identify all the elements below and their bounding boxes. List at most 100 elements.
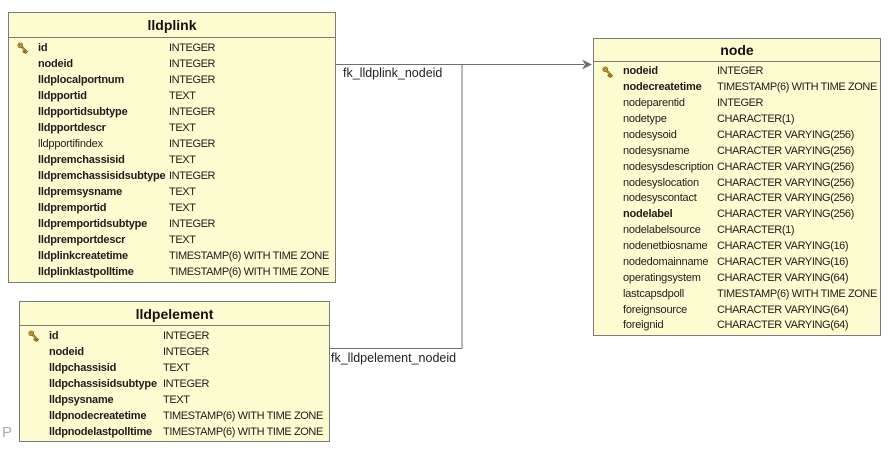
primary-key-cell (601, 240, 623, 254)
table-row: lldpremportid TEXT (9, 201, 335, 217)
table-row: nodenetbiosname CHARACTER VARYING(16) (594, 239, 880, 255)
table-row: foreignid CHARACTER VARYING(64) (594, 318, 880, 334)
table-row: nodesyslocation CHARACTER VARYING(256) (594, 175, 880, 191)
table-row: id INTEGER (20, 328, 329, 344)
column-type: CHARACTER VARYING(256) (717, 208, 854, 221)
primary-key-cell (16, 266, 38, 280)
primary-key-cell (16, 41, 38, 55)
primary-key-cell (16, 202, 38, 216)
primary-key-cell (16, 121, 38, 135)
column-type: INTEGER (169, 105, 216, 118)
column-name: lldpnodelastpolltime (49, 425, 152, 438)
column-name: lldpportdescr (38, 121, 106, 134)
column-name: nodelabelsource (623, 224, 701, 237)
primary-key-cell (601, 271, 623, 285)
column-type: INTEGER (163, 377, 210, 390)
primary-key-cell (16, 250, 38, 264)
column-name: id (38, 41, 48, 54)
table-title: lldplink (9, 13, 335, 38)
column-type: CHARACTER(1) (717, 113, 795, 126)
primary-key-cell (601, 224, 623, 238)
table-row: foreignsource CHARACTER VARYING(64) (594, 302, 880, 318)
key-icon (602, 66, 614, 79)
table-row: nodeparentid INTEGER (594, 96, 880, 112)
column-name: lldpremportdescr (38, 234, 126, 247)
table-row: lldpchassisid TEXT (20, 360, 329, 376)
table-rows: id INTEGER nodeid INTEGER lldplocalportn… (9, 38, 335, 282)
primary-key-cell (601, 192, 623, 206)
primary-key-cell (601, 128, 623, 142)
column-name: nodenetbiosname (623, 240, 708, 253)
primary-key-cell (601, 113, 623, 127)
primary-key-cell (601, 160, 623, 174)
column-type: TEXT (163, 361, 190, 374)
column-type: TIMESTAMP(6) WITH TIME ZONE (169, 250, 329, 263)
table-row: lldpremportidsubtype INTEGER (9, 217, 335, 233)
column-name: lldplinklastpolltime (38, 266, 134, 279)
column-type: TEXT (169, 153, 196, 166)
column-type: CHARACTER VARYING(16) (717, 255, 849, 268)
table-row: id INTEGER (9, 40, 335, 56)
table-lldplink[interactable]: lldplink id INTEGER nodeid INTEGER lldpl… (8, 12, 336, 283)
column-type: TEXT (169, 89, 196, 102)
primary-key-cell (601, 176, 623, 190)
column-type: INTEGER (169, 41, 216, 54)
column-name: nodesysname (623, 144, 690, 157)
table-row: lldpremsysname TEXT (9, 185, 335, 201)
table-row: nodelabelsource CHARACTER(1) (594, 223, 880, 239)
primary-key-cell (27, 409, 49, 423)
table-row: nodesysname CHARACTER VARYING(256) (594, 143, 880, 159)
table-row: nodesyscontact CHARACTER VARYING(256) (594, 191, 880, 207)
table-row: lldpchassisidsubtype INTEGER (20, 376, 329, 392)
column-type: TEXT (169, 234, 196, 247)
column-name: lldpnodecreatetime (49, 409, 147, 422)
table-row: lldplinklastpolltime TIMESTAMP(6) WITH T… (9, 265, 335, 281)
column-name: nodetype (623, 113, 667, 126)
column-name: nodesyslocation (623, 176, 699, 189)
table-node[interactable]: node nodeid INTEGER nodecreatetime TIMES… (593, 38, 881, 336)
column-name: lldpremportidsubtype (38, 218, 148, 231)
column-type: CHARACTER VARYING(64) (717, 271, 849, 284)
column-name: lldpportidsubtype (38, 105, 128, 118)
column-name: lldpremsysname (38, 186, 123, 199)
table-row: lldpnodelastpolltime TIMESTAMP(6) WITH T… (20, 424, 329, 440)
table-row: lldplinkcreatetime TIMESTAMP(6) WITH TIM… (9, 249, 335, 265)
column-name: lldpportid (38, 89, 87, 102)
column-type: CHARACTER VARYING(256) (717, 128, 854, 141)
primary-key-cell (16, 73, 38, 87)
table-lldpelement[interactable]: lldpelement id INTEGER nodeid INTEGER ll… (19, 301, 330, 442)
table-title: node (594, 39, 880, 62)
primary-key-cell (601, 208, 623, 222)
column-type: INTEGER (169, 137, 216, 150)
primary-key-cell (16, 186, 38, 200)
column-name: lldpportifindex (38, 137, 103, 150)
table-row: lldpportid TEXT (9, 88, 335, 104)
column-name: nodeparentid (623, 97, 685, 110)
table-rows: id INTEGER nodeid INTEGER lldpchassisid … (20, 326, 329, 441)
table-row: lldpremportdescr TEXT (9, 233, 335, 249)
key-icon (28, 330, 40, 343)
table-title: lldpelement (20, 302, 329, 326)
relationship-label-fk-lldplink-nodeid: fk_lldplink_nodeid (343, 66, 443, 80)
table-row: nodeid INTEGER (9, 56, 335, 72)
column-name: lldplinkcreatetime (38, 250, 128, 263)
connector-line-fk-lldpelement-nodeid (330, 64, 463, 349)
table-row: lldpsysname TEXT (20, 392, 329, 408)
table-row: nodesysoid CHARACTER VARYING(256) (594, 128, 880, 144)
column-name: lldplocalportnum (38, 73, 125, 86)
primary-key-cell (27, 377, 49, 391)
table-row: lastcapsdpoll TIMESTAMP(6) WITH TIME ZON… (594, 286, 880, 302)
column-type: CHARACTER VARYING(256) (717, 192, 854, 205)
column-name: nodecreatetime (623, 81, 702, 94)
column-type: TIMESTAMP(6) WITH TIME ZONE (169, 266, 329, 279)
column-name: lldpremportid (38, 202, 107, 215)
primary-key-cell (601, 303, 623, 317)
column-type: CHARACTER(1) (717, 224, 795, 237)
table-row: nodetype CHARACTER(1) (594, 112, 880, 128)
arrowhead-icon (582, 59, 592, 70)
primary-key-cell (16, 234, 38, 248)
table-row: lldpremchassisid TEXT (9, 152, 335, 168)
primary-key-cell (601, 255, 623, 269)
column-name: lldpremchassisid (38, 153, 125, 166)
